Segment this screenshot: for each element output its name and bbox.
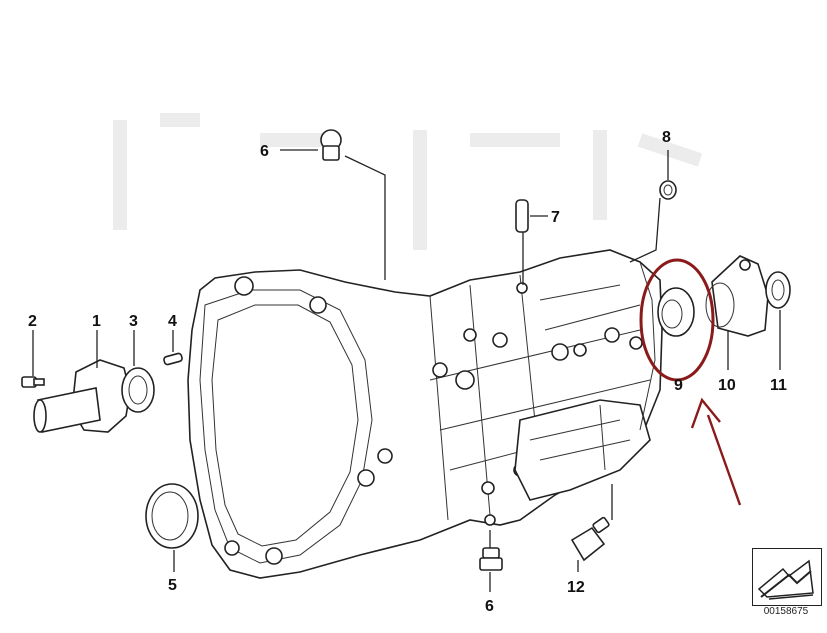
callout-6-top: 6 [260, 143, 269, 160]
page-reference-arrow-icon [757, 559, 814, 600]
part-9-shaft-seal [657, 287, 695, 337]
part-7-pin [515, 199, 529, 233]
callout-4: 4 [168, 313, 177, 330]
part-6-bottom-screw-plug [479, 547, 503, 571]
part-6-top-screw-plug [320, 129, 342, 161]
callout-11: 11 [770, 377, 787, 394]
part-11-collar-nut [765, 271, 791, 309]
part-10-output-flange [705, 255, 769, 337]
callout-7: 7 [551, 209, 560, 226]
part-12-sensor [570, 516, 610, 562]
page-reference-box [752, 548, 822, 606]
callout-8: 8 [662, 129, 671, 146]
part-5-seal-ring [145, 483, 199, 549]
background-watermark [113, 113, 703, 250]
callout-9: 9 [674, 377, 683, 394]
part-3-shaft-seal [121, 367, 155, 413]
reference-code: 00158675 [763, 606, 809, 617]
callout-2: 2 [28, 313, 37, 330]
part-8-gasket-ring [659, 180, 677, 200]
callout-10: 10 [718, 377, 736, 394]
callout-5: 5 [168, 577, 177, 594]
part-1-guide-tube [33, 359, 131, 433]
callout-3: 3 [129, 313, 138, 330]
part-4-dowel-pin [163, 352, 183, 366]
highlight-circle [639, 258, 715, 382]
callout-6-bottom: 6 [485, 598, 494, 615]
leader-lines [32, 149, 781, 592]
transmission-housing [187, 249, 663, 579]
callout-1: 1 [92, 313, 101, 330]
highlight-arrow-icon [690, 397, 742, 506]
callout-12: 12 [567, 579, 585, 596]
part-2-bolt [21, 376, 45, 388]
